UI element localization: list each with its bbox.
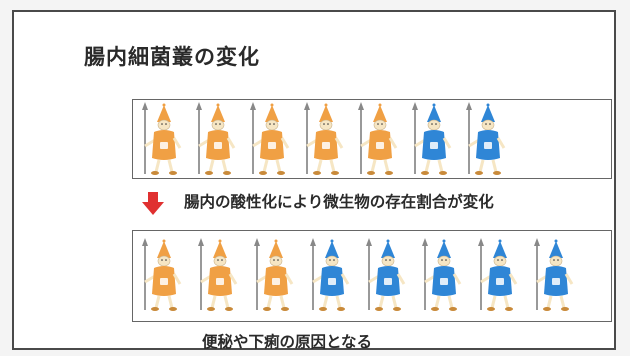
after-panel (132, 230, 612, 322)
orange-bacteria-soldier-icon (254, 238, 294, 311)
before-panel (132, 99, 612, 179)
blue-bacteria-soldier-icon (310, 238, 350, 311)
change-caption: 腸内の酸性化により微生物の存在割合が変化 (184, 193, 494, 211)
blue-bacteria-soldier-icon (422, 238, 462, 311)
orange-bacteria-soldier-icon (196, 102, 236, 175)
slide-title: 腸内細菌叢の変化 (84, 45, 260, 69)
orange-bacteria-soldier-icon (358, 102, 398, 175)
orange-bacteria-soldier-icon (142, 238, 182, 311)
orange-bacteria-soldier-icon (142, 102, 182, 175)
after-soldier-row (137, 233, 585, 319)
blue-bacteria-soldier-icon (466, 102, 506, 175)
orange-bacteria-soldier-icon (250, 102, 290, 175)
blue-bacteria-soldier-icon (534, 238, 574, 311)
down-arrow-icon (142, 192, 164, 215)
orange-bacteria-soldier-icon (198, 238, 238, 311)
blue-bacteria-soldier-icon (478, 238, 518, 311)
blue-bacteria-soldier-icon (412, 102, 452, 175)
orange-bacteria-soldier-icon (304, 102, 344, 175)
result-text: 便秘や下痢の原因となる (202, 333, 373, 351)
blue-bacteria-soldier-icon (366, 238, 406, 311)
slide: 腸内細菌叢の変化 腸内の酸性化により微生物の存在割合が変化 便秘や下痢の原因とな… (12, 10, 616, 351)
before-soldier-row (137, 102, 515, 178)
